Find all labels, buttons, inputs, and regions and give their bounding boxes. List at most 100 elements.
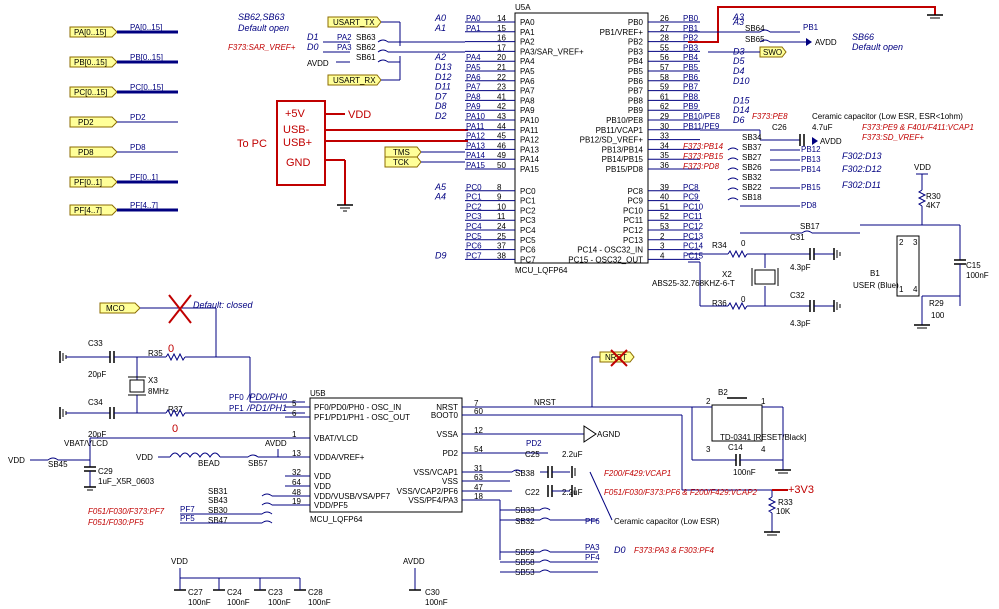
u5a-left-pin-name: PA7: [520, 87, 535, 96]
u5b-left-pin-num: 19: [292, 497, 301, 506]
bus-pa-label: PA[0..15]: [130, 23, 162, 32]
u5a-right-pin-alt: A3: [732, 17, 744, 27]
sb62-label: SB62: [356, 43, 376, 52]
u5a-left-pin-name: PA10: [520, 116, 540, 125]
note-f373-pe9: F373:PE9 & F401/F411:VCAP1: [862, 123, 974, 132]
r34-label: R34: [712, 241, 727, 250]
u5a-left-pin-num: 14: [497, 14, 506, 23]
u5a-left-pin-net: PA14: [466, 151, 486, 160]
sb62-sb63-section: SB62,SB63 Default open USART_TX USART_RX…: [228, 12, 465, 86]
u5a-left-pin-alt: D12: [435, 72, 452, 82]
right-top-section: A3 SB64 SB65 PB1 AVDD SB66 Default open …: [683, 6, 974, 234]
u5a-name: MCU_LQFP64: [515, 266, 568, 275]
r36-value: 0: [741, 295, 746, 304]
u5a-left-pin-alt: D2: [435, 111, 447, 121]
note-f373-pd8: F373:PD8: [683, 162, 720, 171]
u5a-left-pin-name: PA9: [520, 106, 535, 115]
u5a-right-pin-name: PB2: [628, 38, 644, 47]
u5a-right-pin-net: PC9: [683, 193, 699, 202]
u5b-name: MCU_LQFP64: [310, 515, 363, 524]
c15-label: C15: [966, 261, 981, 270]
avdd-right: AVDD: [815, 38, 837, 47]
u5a-left-pin-name: PA5: [520, 67, 535, 76]
u5a-right-pin-alt: D3: [733, 46, 745, 56]
u5b-left-pin-num: 64: [292, 478, 301, 487]
c34-value: 20pF: [88, 430, 106, 439]
usb-gnd: GND: [286, 157, 311, 169]
u5a-left-pin-alt: A2: [434, 52, 446, 62]
u5a-left-pin-alt: D8: [435, 101, 447, 111]
u5a-right-pin-alt: D5: [733, 56, 745, 66]
c33-label: C33: [88, 339, 103, 348]
port-pa-label: PA[0..15]: [74, 28, 106, 37]
u5a-right-pin-net: PB7: [683, 83, 699, 92]
u5b-right-pin-num: 31: [474, 464, 483, 473]
net-pb14: PB14: [801, 165, 821, 174]
u5a-right-pin-name: PB15/PD8: [606, 165, 644, 174]
net-pd2-label: PD2: [130, 113, 146, 122]
u5a-right-pin-alt: D4: [733, 66, 745, 76]
u5a-left-pin-name: PA14: [520, 155, 540, 164]
u5a-right-pin-name: PB14/PB15: [602, 155, 644, 164]
sb65-label: SB65: [745, 35, 765, 44]
u5a-left-pin-net: PC2: [466, 202, 482, 211]
u5b-left-pin-name: VDD/PF5: [314, 501, 348, 510]
u5a-left-pin-alt: D7: [435, 91, 447, 101]
net-pf0-alt: /PD0/PH0: [246, 392, 287, 402]
u5a-right-pin-name: PB3: [628, 47, 644, 56]
c30-label: C30: [425, 588, 440, 597]
sb61-label: SB61: [356, 53, 376, 62]
u5a-right-pin-num: 26: [660, 14, 669, 23]
u5a-left-pin-name: PA3/SAR_VREF+: [520, 47, 584, 56]
c23-label: C23: [268, 588, 283, 597]
u5a-left-pin-num: 49: [497, 151, 506, 160]
r37-value: 0: [172, 423, 178, 435]
net-pb13: PB13: [801, 155, 821, 164]
avdd2-label: AVDD: [820, 137, 842, 146]
u5b-left-pin-name: VDD/VUSB/VSA/PF7: [314, 492, 391, 501]
svg-text:4: 4: [761, 445, 766, 454]
x3-value: 8MHz: [148, 387, 169, 396]
port-swo-label: SWO: [763, 48, 782, 57]
u5a-right-pin-name: PC11: [624, 216, 644, 225]
net-pd8-label: PD8: [130, 143, 146, 152]
sb43-label: SB43: [208, 496, 228, 505]
sb64-label: SB64: [745, 24, 765, 33]
nrst-net: NRST: [534, 398, 556, 407]
ceramic-note-2: Ceramic capacitor (Low ESR): [614, 517, 720, 526]
u5b-chip: U5B MCU_LQFP64 PF0/PD0/PH0 - OSC_IN5PF1/…: [285, 389, 490, 524]
c29-value: 1uF_X5R_0603: [98, 477, 155, 486]
avdd-label-top: AVDD: [307, 59, 329, 68]
to-pc-label: To PC: [237, 138, 267, 150]
u5b-right-pin-name: VSSA: [437, 430, 459, 439]
vdd-decoup: VDD: [171, 557, 188, 566]
u5b-right-pin-num: 7: [474, 399, 479, 408]
u5a-right-pin-name: PC9: [627, 197, 643, 206]
u5a-left-pin-name: PA0: [520, 18, 535, 27]
bus-pf01-label: PF[0..1]: [130, 173, 158, 182]
u5a-right-pin-net: PB5: [683, 63, 699, 72]
u5a-right-pin-num: 57: [660, 63, 669, 72]
bus-pc-label: PC[0..15]: [130, 83, 163, 92]
avdd-bottom: AVDD: [265, 439, 287, 448]
usb-minus: USB-: [283, 124, 310, 136]
net-pf7: PF7: [180, 505, 195, 514]
net-pb15: PB15: [801, 183, 821, 192]
u5a-right-pin-num: 62: [660, 102, 669, 111]
c14-value: 100nF: [733, 468, 756, 477]
sb63-label: SB63: [356, 33, 376, 42]
port-nrst-label: NRST: [605, 353, 627, 362]
user-button-b1: VDD R30 4K7 3 4 2 1 B1 USER (Blue) C15 1…: [853, 163, 989, 329]
u5a-left-pin-net: PA4: [466, 53, 481, 62]
bus-port-pb: PB[0..15] PB[0..15]: [69, 53, 178, 68]
port-pf47-label: PF[4..7]: [74, 206, 102, 215]
r33-value: 10K: [776, 507, 791, 516]
port-pd8-label: PD8: [78, 148, 94, 157]
u5a-right-pin-num: 51: [660, 202, 669, 211]
u5a-right-pin-num: 53: [660, 222, 669, 231]
c26-value: 4.7uF: [812, 123, 833, 132]
u5a-right-pin-net: PB2: [683, 34, 699, 43]
port-pf01-label: PF[0..1]: [74, 178, 102, 187]
u5a-left-pin-alt: A4: [434, 192, 446, 202]
